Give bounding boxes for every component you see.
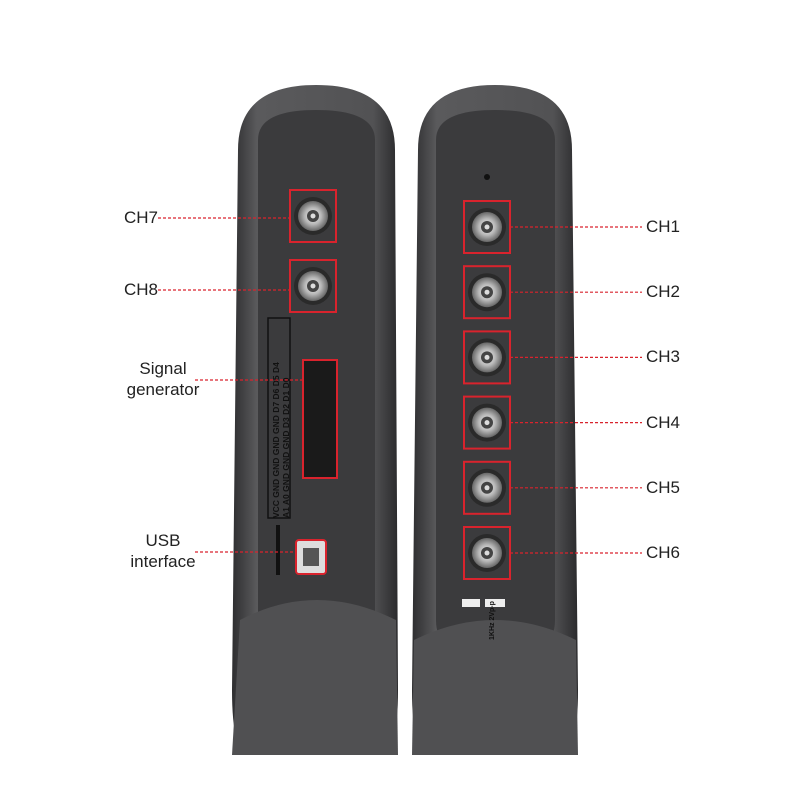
- bnc-connector-ch7: [289, 189, 337, 243]
- callout-label-ch4: CH4: [646, 412, 681, 432]
- callout-label-2: Signal generator: [118, 358, 208, 400]
- signal-generator-header: [302, 359, 338, 479]
- callout-text: generator: [126, 380, 200, 399]
- bnc-connector-ch2: [463, 265, 511, 320]
- callout-text: interface: [130, 552, 196, 571]
- callout-label-ch2: CH2: [646, 282, 681, 302]
- callout-label-ch5: CH5: [646, 477, 681, 497]
- callout-label-3: USB interface: [118, 530, 208, 572]
- callout-label-1: CH8: [124, 280, 159, 299]
- pinout-label-box: [267, 317, 291, 519]
- bnc-connector-ch3: [463, 330, 511, 385]
- bnc-connector-ch8: [289, 259, 337, 313]
- callout-label-ch6: CH6: [646, 543, 681, 562]
- left-device: [232, 85, 398, 755]
- callout-label-0: CH7: [124, 208, 159, 227]
- callout-label-ch3: CH3: [646, 347, 681, 367]
- callout-label-ch1: CH1: [646, 217, 681, 236]
- bnc-connector-ch1: [463, 200, 511, 254]
- callout-text: Signal: [139, 359, 187, 378]
- callout-text: USB: [145, 531, 181, 550]
